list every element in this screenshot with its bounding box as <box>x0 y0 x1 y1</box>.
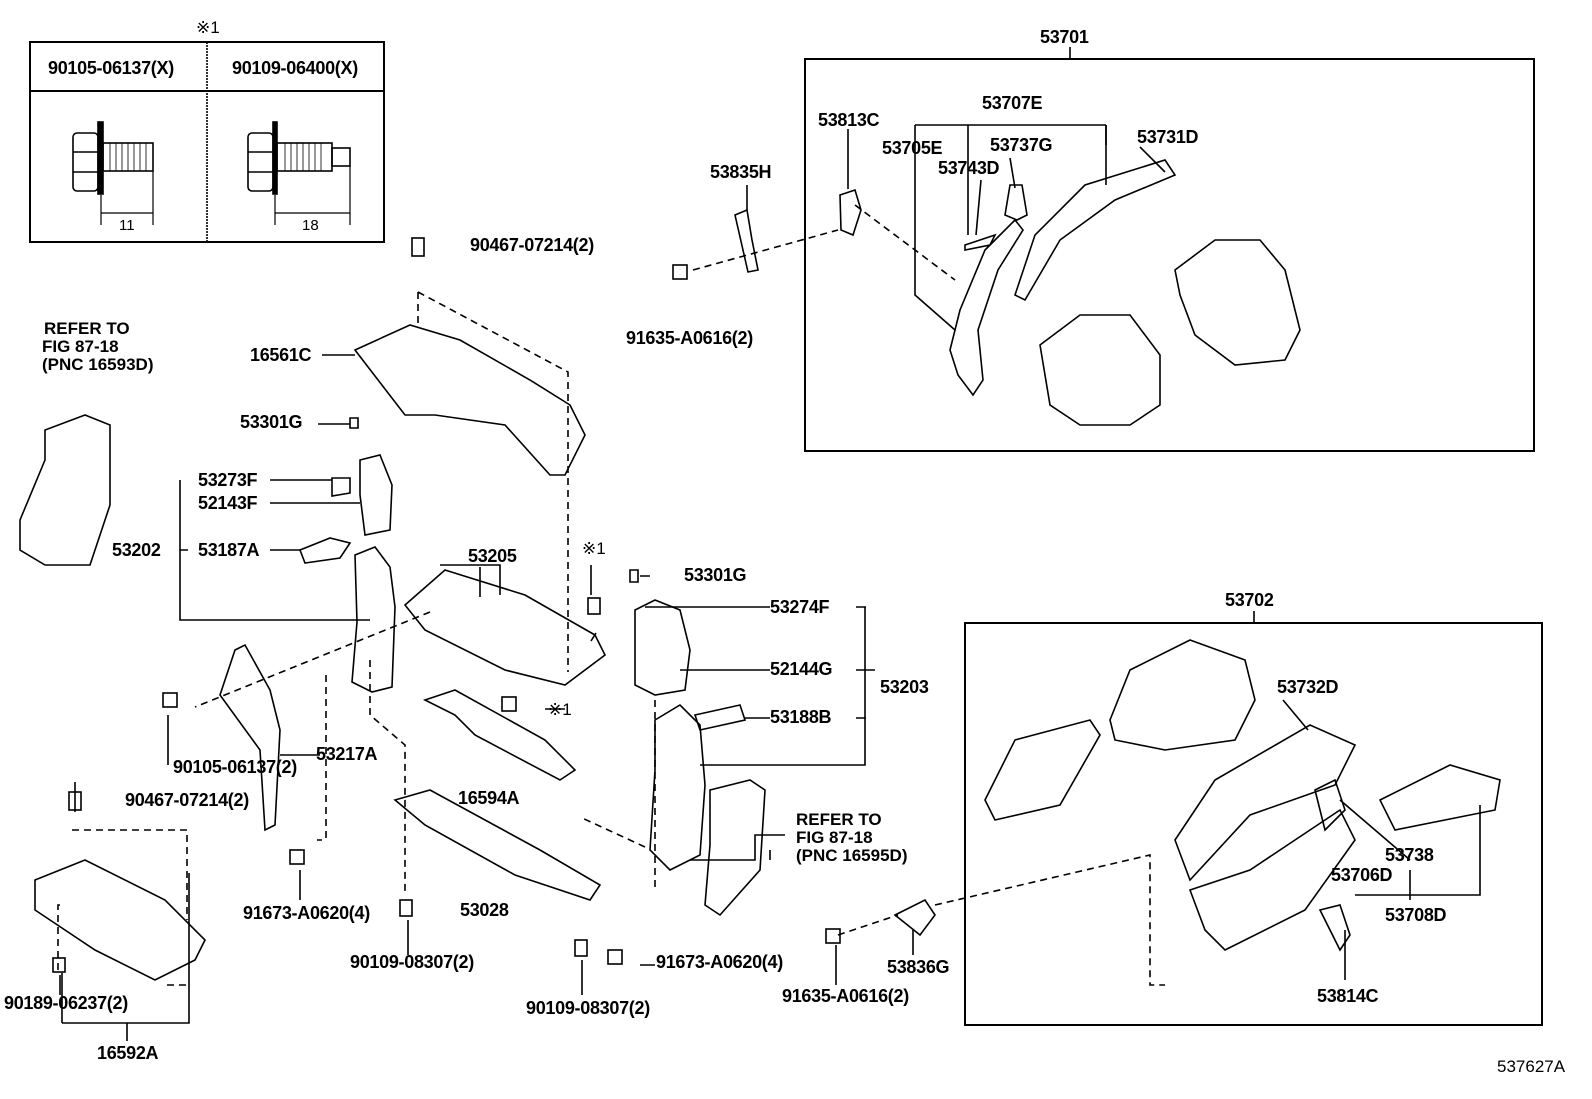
refer-line-2: FIG 87-18 <box>42 337 119 356</box>
group-box-53701 <box>804 58 1535 452</box>
part-16561C <box>353 324 586 476</box>
part-label-53836G[interactable]: 53836G <box>887 957 950 977</box>
part-53301G-right <box>629 569 639 583</box>
part-53028 <box>393 789 602 901</box>
part-label-53706D[interactable]: 53706D <box>1331 865 1393 885</box>
part-label-91635-A0616-top[interactable]: 91635-A0616(2) <box>626 328 753 348</box>
part-53202-bracket <box>351 546 396 693</box>
part-53705E <box>949 218 1024 397</box>
group-box-53702 <box>964 622 1543 1026</box>
part-label-90189-06237[interactable]: 90189-06237(2) <box>4 993 128 1013</box>
part-53205 <box>403 569 607 686</box>
inset-length-11: 11 <box>119 217 135 234</box>
part-53732D <box>1174 724 1357 882</box>
note-mark-1: ※1 <box>196 18 220 37</box>
part-53743D <box>964 233 997 251</box>
inset-part-90109-06400[interactable]: 90109-06400(X) <box>232 58 358 78</box>
part-label-53273F[interactable]: 53273F <box>198 470 258 490</box>
part-52144G <box>634 599 691 696</box>
group-label-53701[interactable]: 53701 <box>1040 27 1089 47</box>
part-label-53301G-right[interactable]: 53301G <box>684 565 747 585</box>
part-label-53731D[interactable]: 53731D <box>1137 127 1199 147</box>
part-53813C <box>839 188 862 237</box>
part-16592A <box>34 859 206 981</box>
part-53836G <box>893 898 936 937</box>
part-label-53205[interactable]: 53205 <box>468 546 517 566</box>
part-label-91673-A0620-left[interactable]: 91673-A0620(4) <box>243 903 370 923</box>
part-53702-left-panel <box>984 719 1101 821</box>
part-label-53743D[interactable]: 53743D <box>938 158 1000 178</box>
part-refer-16595D <box>704 779 766 917</box>
part-53731D <box>1014 159 1177 302</box>
bolt-18-icon <box>247 121 351 225</box>
refer-line-2: FIG 87-18 <box>796 828 873 847</box>
group-label-53202[interactable]: 53202 <box>112 540 161 560</box>
part-52143F <box>359 454 393 536</box>
part-label-53217A[interactable]: 53217A <box>316 744 378 764</box>
refer-note-16595D[interactable]: REFER TO FIG 87-18 (PNC 16595D) <box>796 811 908 865</box>
bolt-11-icon <box>72 121 154 225</box>
part-label-53705E[interactable]: 53705E <box>882 138 943 158</box>
part-wheelhouse-lower-1 <box>1039 314 1161 426</box>
part-label-53835H[interactable]: 53835H <box>710 162 772 182</box>
part-label-53301G-left[interactable]: 53301G <box>240 412 303 432</box>
part-label-16561C[interactable]: 16561C <box>250 345 312 365</box>
part-53301G-left <box>349 417 359 429</box>
part-label-90109-08307-right[interactable]: 90109-08307(2) <box>526 998 650 1018</box>
group-label-53203[interactable]: 53203 <box>880 677 929 697</box>
note-mark-upper: ※1 <box>582 539 606 558</box>
part-label-16592A[interactable]: 16592A <box>97 1043 159 1063</box>
refer-line-1: REFER TO <box>44 319 130 338</box>
part-wheelhouse-upper-1 <box>1174 239 1301 366</box>
figure-id: 537627A <box>1497 1057 1566 1076</box>
refer-line-3: (PNC 16595D) <box>796 846 908 865</box>
part-label-53187A[interactable]: 53187A <box>198 540 260 560</box>
part-label-53708D[interactable]: 53708D <box>1385 905 1447 925</box>
part-label-53738[interactable]: 53738 <box>1385 845 1434 865</box>
note-mark-lower: ※1 <box>548 700 572 719</box>
part-label-90105-06137[interactable]: 90105-06137(2) <box>173 757 297 777</box>
part-label-53732D[interactable]: 53732D <box>1277 677 1339 697</box>
part-53706D <box>1314 778 1346 832</box>
part-label-52144G[interactable]: 52144G <box>770 659 833 679</box>
part-label-53813C[interactable]: 53813C <box>818 110 880 130</box>
refer-line-3: (PNC 16593D) <box>42 355 154 374</box>
fastener-inset-table <box>29 41 385 243</box>
part-53708D <box>1188 808 1356 951</box>
group-label-53702[interactable]: 53702 <box>1225 590 1274 610</box>
group-label-53707E[interactable]: 53707E <box>982 93 1043 113</box>
part-label-53028[interactable]: 53028 <box>460 900 509 920</box>
part-label-16594A[interactable]: 16594A <box>458 788 520 808</box>
part-label-53814C[interactable]: 53814C <box>1317 986 1379 1006</box>
part-53835H <box>734 208 759 273</box>
part-53814C <box>1318 904 1351 952</box>
part-label-53188B[interactable]: 53188B <box>770 707 832 727</box>
part-label-90467-07214-top[interactable]: 90467-07214(2) <box>470 235 594 255</box>
inset-length-18: 18 <box>302 217 319 234</box>
part-53737G <box>1004 184 1028 221</box>
part-53217A <box>219 643 281 832</box>
part-label-52143F[interactable]: 52143F <box>198 493 258 513</box>
part-label-90467-07214-bottom[interactable]: 90467-07214(2) <box>125 790 249 810</box>
part-label-90109-08307-left[interactable]: 90109-08307(2) <box>350 952 474 972</box>
part-53187A <box>298 537 352 564</box>
inset-part-90105-06137[interactable]: 90105-06137(X) <box>48 58 174 78</box>
part-label-53737G[interactable]: 53737G <box>990 135 1053 155</box>
part-53273F <box>331 477 351 497</box>
part-wheelhouse-upper-2 <box>1109 639 1256 751</box>
part-53203-bracket <box>649 703 706 871</box>
part-label-53274F[interactable]: 53274F <box>770 597 830 617</box>
fasteners <box>52 237 841 973</box>
part-refer-16593D <box>19 414 111 566</box>
refer-line-1: REFER TO <box>796 810 882 829</box>
part-53188B <box>693 704 747 731</box>
part-53738 <box>1378 764 1501 831</box>
part-label-91635-A0616-bottom[interactable]: 91635-A0616(2) <box>782 986 909 1006</box>
refer-note-16593D[interactable]: REFER TO FIG 87-18 (PNC 16593D) <box>42 320 154 374</box>
part-16594A <box>422 689 577 781</box>
part-label-91673-A0620-right[interactable]: 91673-A0620(4) <box>656 952 783 972</box>
